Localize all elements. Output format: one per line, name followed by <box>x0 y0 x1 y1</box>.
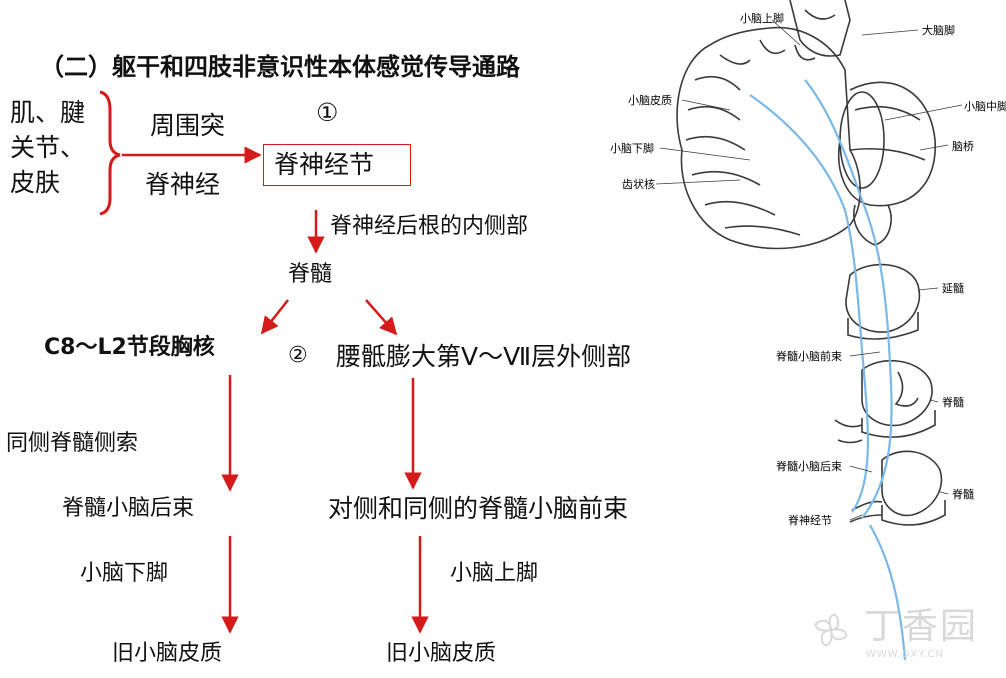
left-target-label: 旧小脑皮质 <box>112 641 223 666</box>
fig-label-spinal-cord-2: 脊髓 <box>952 487 974 501</box>
source-line-3: 皮肤 <box>10 168 61 197</box>
fig-label-inferior-peduncle: 小脑下脚 <box>610 141 654 155</box>
lumbosacral-nucleus-label: 腰骶膨大第V～Ⅶ层外侧部 <box>336 342 632 371</box>
fig-label-spinal-cord-1: 脊髓 <box>942 395 964 409</box>
watermark-url: WWW.DXY.CN <box>866 649 944 660</box>
medulla-section <box>845 263 921 333</box>
thoracic-nucleus-label: C8～L2节段胸核 <box>44 335 215 360</box>
arrow-to-lumbosacral <box>365 299 398 336</box>
neuron-1-marker: ① <box>316 98 339 127</box>
neuron-2-marker: ② <box>288 343 308 368</box>
peripheral-process-label: 周围突 <box>150 111 226 140</box>
inferior-peduncle-label: 小脑下脚 <box>80 561 169 586</box>
fig-label-cerebellar-cortex: 小脑皮质 <box>628 94 672 107</box>
dorsal-root-label: 脊神经后根的内侧部 <box>330 214 529 239</box>
pathway-arrows <box>99 90 429 634</box>
fig-label-anterior-tract: 脊髓小脑前束 <box>776 349 842 363</box>
anterior-spinocerebellar-tract-label: 对侧和同侧的脊髓小脑前束 <box>328 494 629 523</box>
page-title: （二）躯干和四肢非意识性本体感觉传导通路 <box>40 53 520 81</box>
spinal-cord-label: 脊髓 <box>288 262 333 287</box>
middle-peduncle-cut <box>839 91 885 189</box>
fig-label-posterior-tract: 脊髓小脑后束 <box>776 459 842 473</box>
anterior-tract-path <box>804 79 893 519</box>
spinal-section-2 <box>881 450 943 517</box>
fig-label-medulla: 延髓 <box>942 282 964 295</box>
watermark-text: 丁香园 <box>864 606 979 647</box>
cerebellum-outline <box>676 26 861 250</box>
right-target-label: 旧小脑皮质 <box>386 641 497 666</box>
source-line-2: 关节、 <box>10 133 86 162</box>
posterior-tract-path <box>749 94 869 513</box>
ipsilateral-lateral-funiculus-label: 同侧脊髓侧索 <box>6 431 139 456</box>
fig-label-pons: 脑桥 <box>952 140 974 153</box>
arrow-to-thoracic-nucleus <box>260 299 289 335</box>
fig-label-spinal-ganglion: 脊神经节 <box>788 513 832 527</box>
cerebral-peduncle-outline <box>789 0 851 57</box>
posterior-spinocerebellar-tract-label: 脊髓小脑后束 <box>62 496 195 521</box>
spinal-section-1 <box>861 359 933 427</box>
watermark-flower-icon <box>814 613 848 647</box>
fig-label-dentate-nucleus: 齿状核 <box>622 177 655 191</box>
spinal-nerve-label: 脊神经 <box>145 170 221 199</box>
anatomy-figure: 小脑上脚 大脑脚 小脑皮质 小脑中脚 小脑下脚 脑桥 齿状核 延髓 脊髓小脑前束… <box>610 0 1006 661</box>
superior-peduncle-label: 小脑上脚 <box>450 561 539 586</box>
pons-outline <box>838 81 936 207</box>
source-line-1: 肌、腱 <box>10 98 86 127</box>
source-brace <box>99 90 121 216</box>
spinal-ganglion-box <box>263 144 411 186</box>
fig-label-middle-peduncle: 小脑中脚 <box>964 99 1006 113</box>
fig-label-superior-peduncle: 小脑上脚 <box>740 11 784 25</box>
spinal-ganglion-label: 脊神经节 <box>274 150 375 179</box>
fig-label-cerebral-peduncle: 大脑脚 <box>922 23 955 37</box>
